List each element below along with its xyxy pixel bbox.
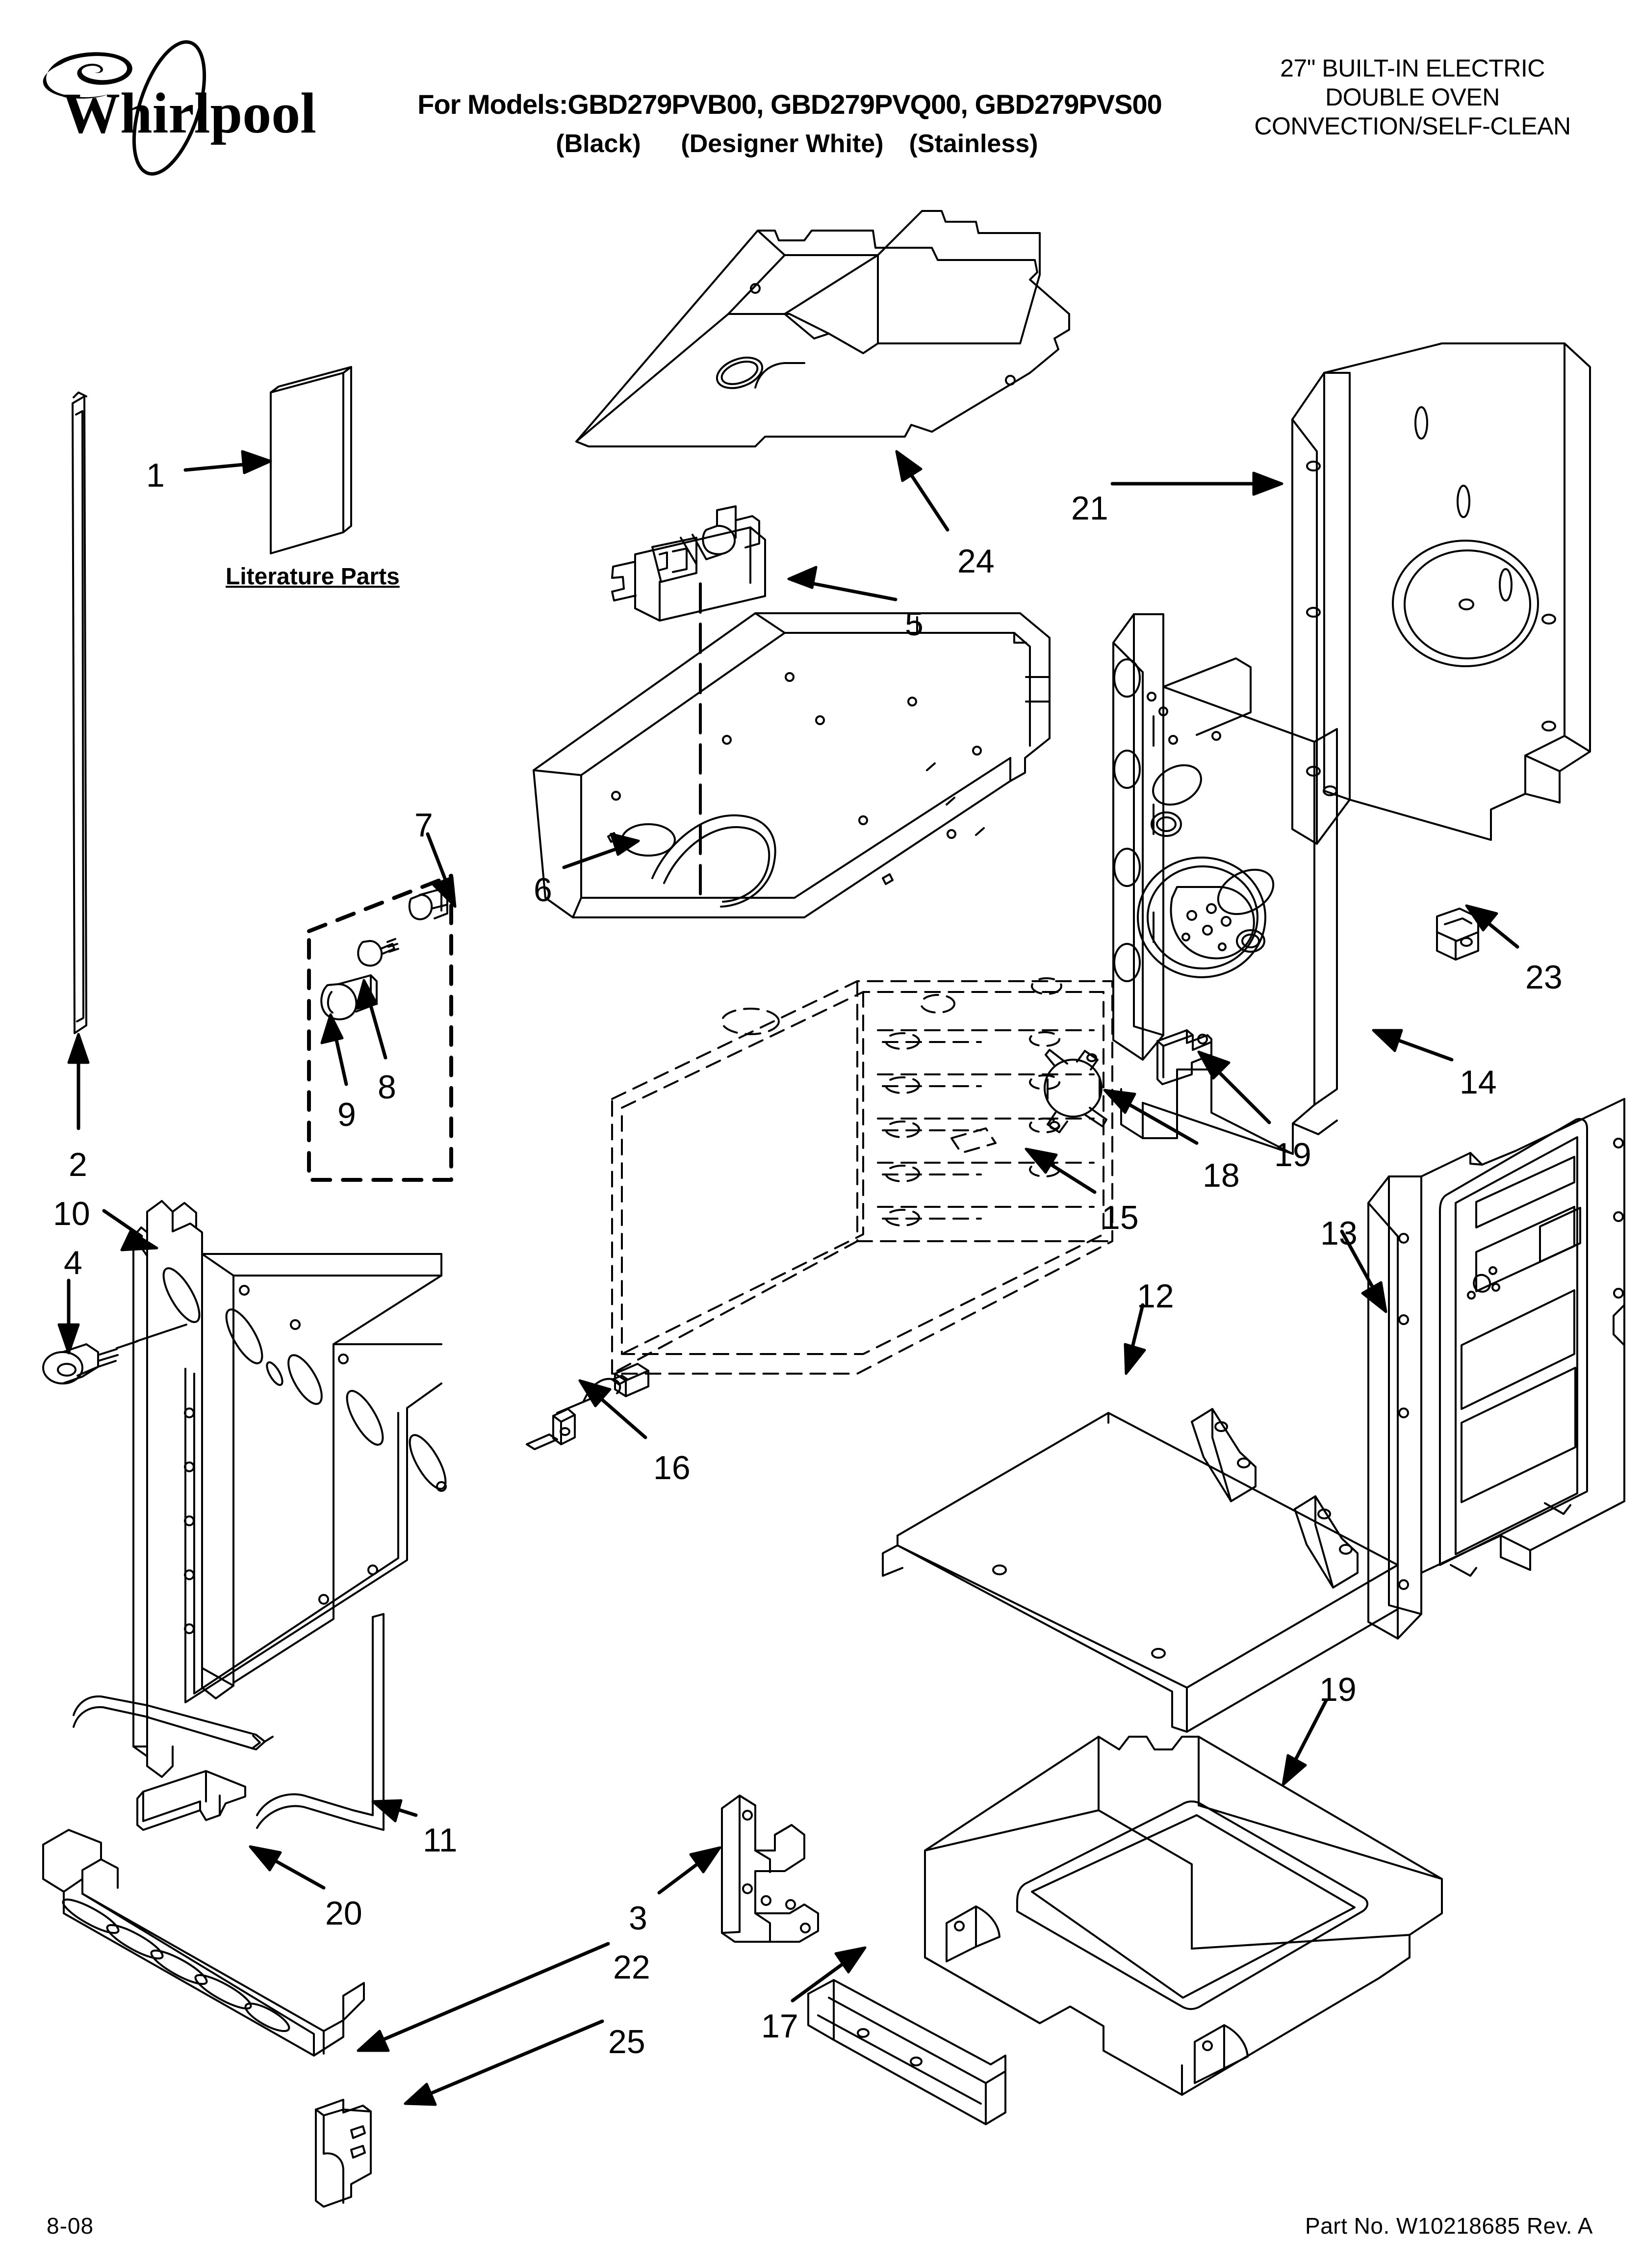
callout-22[interactable]: 22 [613,1949,650,1986]
leader-lines [59,451,1517,2105]
callout-23[interactable]: 23 [1525,959,1563,996]
title-line-2: DOUBLE OVEN [1325,83,1500,111]
callout-11[interactable]: 11 [423,1822,458,1859]
callout-20[interactable]: 20 [325,1895,362,1932]
part-rear-cover-panel [1292,343,1590,844]
diagram-title: 27" BUILT-IN ELECTRIC DOUBLE OVEN CONVEC… [1197,54,1628,141]
callout-25[interactable]: 25 [608,2023,645,2060]
part-top-cover-panel [576,211,1069,446]
part-oven-base-pan [534,613,1050,917]
whirlpool-logo: Whirlpool [27,34,321,177]
finish-designer-white: (Designer White) [681,130,884,158]
callout-24[interactable]: 24 [957,543,995,580]
part-door-handle-rod [74,1614,384,1830]
callout-15[interactable]: 15 [1102,1199,1139,1236]
title-line-1: 27" BUILT-IN ELECTRIC [1280,54,1545,82]
footer-date-code: 8-08 [47,2213,94,2239]
part-temperature-sensor [527,1364,648,1449]
models-block: For Models:GBD279PVB00, GBD279PVQ00, GBD… [392,88,1187,158]
part-rear-mounting-panel [1113,614,1337,1154]
literature-parts-label: Literature Parts [226,564,400,590]
callout-18[interactable]: 18 [1203,1157,1240,1194]
part-vent-trim-rail [43,1830,364,2056]
part-front-frame [133,1201,452,1777]
callout-19-upper[interactable]: 19 [1274,1136,1311,1173]
part-oven-cavity-liner [612,978,1112,1374]
logo-sweep [132,40,206,176]
part-blower-motor-assembly [612,506,765,621]
part-divider-panel [883,1409,1398,1732]
callout-21[interactable]: 21 [1071,490,1108,527]
part-wire-clip [1437,909,1478,960]
callout-4[interactable]: 4 [64,1244,82,1281]
logo-wordmark: Whirlpool [62,81,316,145]
callout-2[interactable]: 2 [69,1146,87,1183]
part-oven-vent-frame [925,1737,1442,2095]
part-literature-manual [271,367,351,553]
callout-13[interactable]: 13 [1320,1215,1358,1252]
models-line: For Models:GBD279PVB00, GBD279PVQ00, GBD… [417,89,1162,120]
part-side-trim-strip [73,392,86,1033]
finish-black: (Black) [556,130,641,158]
title-line-3: CONVECTION/SELF-CLEAN [1254,112,1571,140]
callout-16[interactable]: 16 [653,1449,691,1486]
callout-3[interactable]: 3 [629,1900,647,1937]
callout-5[interactable]: 5 [905,605,924,643]
callout-9[interactable]: 9 [337,1096,356,1133]
part-door-latch-bracket [1157,1030,1211,1084]
part-retaining-clip [137,1771,245,1830]
callout-8[interactable]: 8 [378,1069,396,1106]
callout-17[interactable]: 17 [761,2007,798,2045]
callout-12[interactable]: 12 [1137,1277,1174,1315]
part-oven-lamp-bulb [358,939,398,965]
part-lower-support-rail [808,1980,1005,2124]
callout-19-lower[interactable]: 19 [1319,1671,1357,1708]
part-mounting-bracket [722,1796,818,1942]
callout-6[interactable]: 6 [534,871,552,909]
footer-part-number: Part No. W10218685 Rev. A [1305,2213,1593,2239]
callout-10[interactable]: 10 [53,1195,90,1232]
part-right-side-panel [1368,1099,1624,1639]
finish-stainless: (Stainless) [909,130,1038,158]
part-screw-fastener [43,1325,186,1383]
callout-7[interactable]: 7 [414,807,433,844]
callout-14[interactable]: 14 [1460,1064,1497,1101]
part-hinge-catch-clip [316,2100,371,2207]
callout-1[interactable]: 1 [146,457,165,494]
